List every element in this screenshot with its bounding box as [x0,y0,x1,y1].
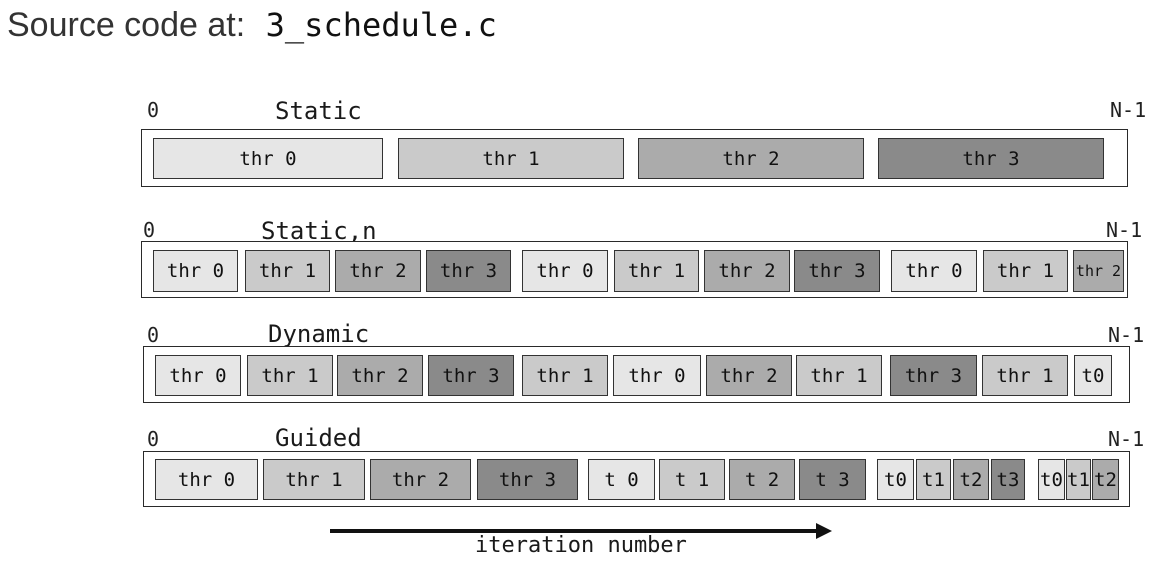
guided-block-4: t 0 [588,459,655,500]
guided-block-5: t 1 [659,459,725,500]
static-block-2: thr 2 [638,138,864,179]
guided-block-8: t0 [877,459,914,500]
guided-block-7: t 3 [799,459,866,500]
static-end-label: N-1 [1110,98,1147,122]
iteration-number-label: iteration number [475,533,687,558]
guided-block-14: t2 [1092,459,1119,500]
dynamic-block-8: thr 3 [890,355,977,396]
dynamic-block-2: thr 2 [337,355,423,396]
guided-row: thr 0 thr 1 thr 2 thr 3 t 0 t 1 t 2 t 3 … [143,451,1130,507]
guided-title: Guided [275,424,362,452]
guided-block-3: thr 3 [477,459,578,500]
static-start-label: 0 [147,98,160,122]
dynamic-block-4: thr 1 [522,355,608,396]
source-filename: 3_schedule.c [265,6,497,44]
guided-block-12: t0 [1038,459,1065,500]
guided-block-11: t3 [991,459,1025,500]
dynamic-block-9: thr 1 [982,355,1068,396]
dynamic-block-0: thr 0 [155,355,241,396]
dynamic-end-label: N-1 [1108,323,1145,347]
static-n-block-8: thr 0 [891,250,977,292]
static-n-block-10: thr 2 [1073,250,1124,292]
static-n-title: Static,n [261,217,377,245]
iteration-arrow [330,523,832,539]
static-n-block-1: thr 1 [245,250,330,292]
static-n-start-label: 0 [143,218,156,242]
guided-block-10: t2 [953,459,989,500]
dynamic-start-label: 0 [147,323,160,347]
static-block-0: thr 0 [153,138,383,179]
iteration-arrow-head [816,523,832,539]
static-n-block-0: thr 0 [153,250,238,292]
dynamic-block-5: thr 0 [613,355,701,396]
static-n-block-6: thr 2 [704,250,790,292]
static-n-row: thr 0 thr 1 thr 2 thr 3 thr 0 thr 1 thr … [141,241,1128,298]
dynamic-block-7: thr 1 [796,355,882,396]
dynamic-block-10: t0 [1074,355,1112,396]
dynamic-title: Dynamic [268,320,370,348]
static-block-1: thr 1 [398,138,624,179]
static-title: Static [275,97,362,125]
static-n-block-4: thr 0 [522,250,608,292]
guided-block-1: thr 1 [263,459,365,500]
dynamic-block-6: thr 2 [706,355,792,396]
guided-start-label: 0 [147,427,160,451]
guided-block-0: thr 0 [155,459,258,500]
static-row: thr 0 thr 1 thr 2 thr 3 [141,129,1128,187]
guided-block-9: t1 [916,459,951,500]
static-block-3: thr 3 [878,138,1104,179]
static-n-block-2: thr 2 [335,250,421,292]
guided-block-6: t 2 [729,459,795,500]
guided-block-2: thr 2 [370,459,471,500]
static-n-block-9: thr 1 [983,250,1068,292]
source-prefix: Source code at: [7,6,246,44]
dynamic-block-1: thr 1 [247,355,333,396]
dynamic-block-3: thr 3 [428,355,514,396]
static-n-block-3: thr 3 [426,250,511,292]
static-n-block-5: thr 1 [614,250,699,292]
guided-end-label: N-1 [1108,427,1145,451]
static-n-end-label: N-1 [1106,218,1143,242]
static-n-block-7: thr 3 [794,250,880,292]
source-header: Source code at: 3_schedule.c [7,2,497,48]
guided-block-13: t1 [1066,459,1091,500]
dynamic-row: thr 0 thr 1 thr 2 thr 3 thr 1 thr 0 thr … [143,346,1130,403]
